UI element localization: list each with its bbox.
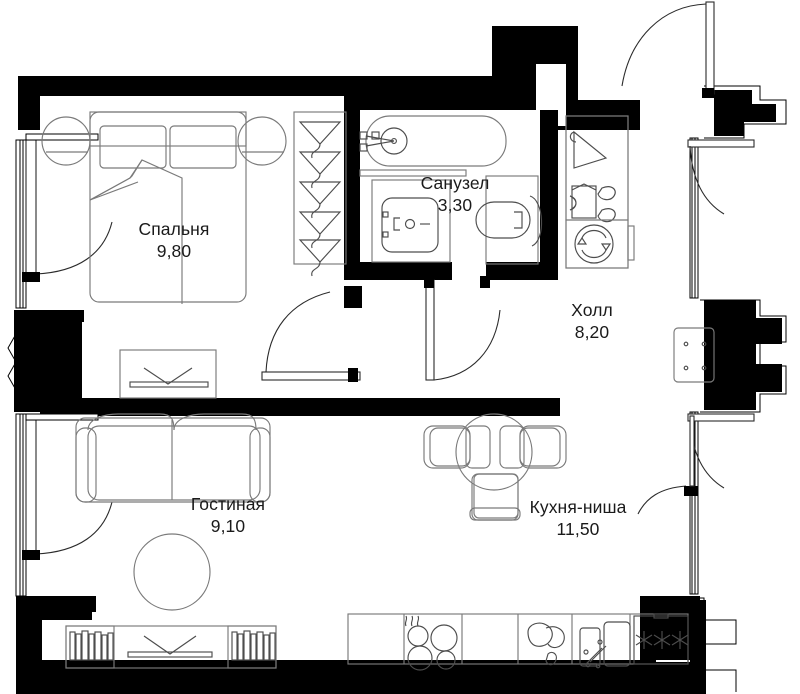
closet-hall xyxy=(565,115,635,269)
sofa xyxy=(75,413,271,503)
window-right-kitchen xyxy=(689,411,699,595)
window-right-hall xyxy=(689,137,699,299)
window-left-living xyxy=(15,413,27,597)
sink-icon xyxy=(527,622,565,666)
kitchen-counter xyxy=(347,613,689,671)
door-entry[interactable] xyxy=(621,1,715,98)
refrigerator-icon xyxy=(633,613,689,665)
bathtub xyxy=(359,115,507,177)
wardrobe-bedroom xyxy=(293,111,347,277)
bed-double xyxy=(89,111,247,304)
door-bedroom-interior[interactable] xyxy=(261,291,361,382)
door-living-balcony[interactable] xyxy=(22,413,113,560)
door-hall-closet[interactable] xyxy=(689,415,695,487)
coffee-table-round xyxy=(133,533,211,611)
window-left-bedroom xyxy=(15,139,27,309)
chair-bottom xyxy=(469,473,521,521)
door-bedroom-balcony[interactable] xyxy=(22,133,113,282)
chair-right xyxy=(519,425,567,469)
door-hall-upper[interactable] xyxy=(687,139,755,215)
cooktop-icon xyxy=(404,615,458,671)
wall-outlines xyxy=(640,85,787,692)
chair-left xyxy=(423,425,471,469)
washbasin xyxy=(371,179,451,263)
nightstand-right xyxy=(237,116,287,166)
door-bathroom[interactable] xyxy=(424,276,501,381)
walls xyxy=(14,26,782,694)
bookshelf-tv-unit xyxy=(65,625,277,669)
tv-console-bedroom xyxy=(119,349,217,399)
dishwasher-icon xyxy=(579,621,631,669)
shoe-cabinet-hall xyxy=(673,327,715,383)
toilet xyxy=(475,175,543,265)
nightstand-left xyxy=(41,116,91,166)
window-left-mid-notch xyxy=(7,333,17,391)
